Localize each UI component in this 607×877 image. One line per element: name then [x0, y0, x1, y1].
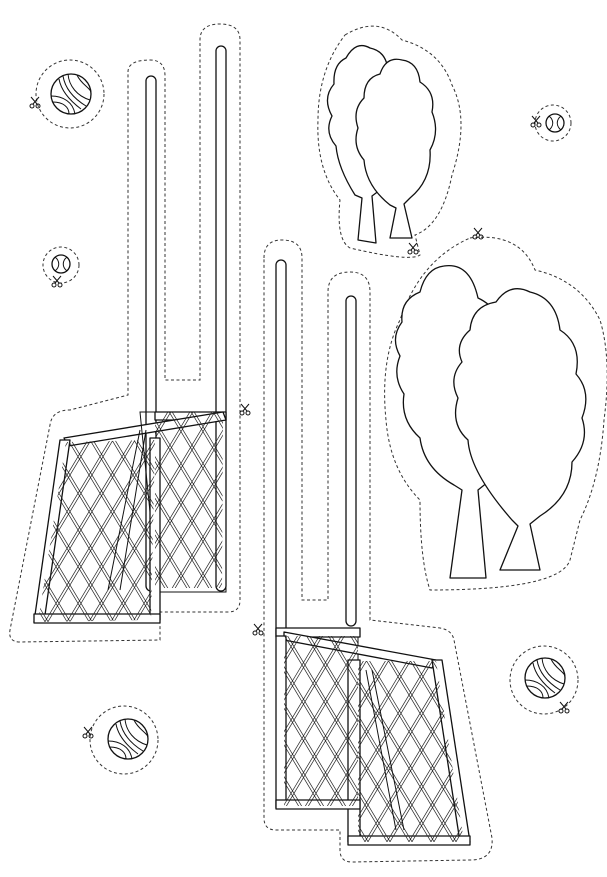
goal-net-front [38, 440, 155, 622]
cut-line [317, 25, 462, 258]
tennis-ball-right [534, 104, 572, 142]
scissors-icon [252, 623, 264, 636]
tennis-ball-icon [51, 254, 71, 274]
volleyball-icon [107, 718, 149, 760]
tennis-ball-left [42, 246, 80, 284]
cut-line [89, 705, 159, 775]
volleyball-right [509, 645, 579, 715]
scissors-icon [239, 403, 251, 416]
volleyball-top-left [35, 59, 105, 129]
goal-left [9, 23, 241, 643]
tree-small [317, 25, 462, 258]
cut-line [509, 645, 579, 715]
cut-line [35, 59, 105, 129]
cut-line [384, 236, 607, 591]
scissors-icon [558, 701, 570, 714]
cut-line [263, 239, 493, 863]
goal-right [263, 239, 493, 863]
cut-line [9, 23, 241, 643]
volleyball-bottom-left [89, 705, 159, 775]
cut-line [534, 104, 572, 142]
tennis-ball-icon [545, 113, 565, 133]
tree-large [384, 236, 607, 591]
scissors-icon [407, 242, 419, 255]
volleyball-icon [50, 73, 92, 115]
volleyball-icon [524, 657, 566, 699]
